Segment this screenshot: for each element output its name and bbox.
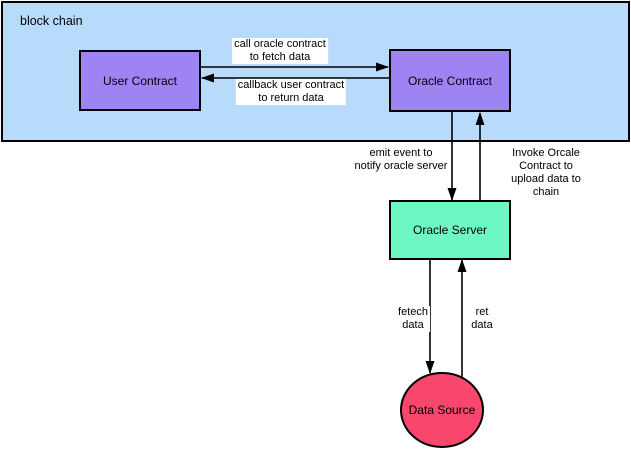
invoke-edge-label: Invoke Orcale Contract to upload data to…: [503, 147, 589, 199]
oracle-contract-node: [389, 49, 511, 112]
fetch-edge-label: fetech data: [396, 306, 430, 332]
callback-edge-label: callback user contract to return data: [235, 79, 347, 105]
emit-edge-label: emit event to notify oracle server: [352, 147, 450, 173]
call-edge-label: call oracle contract to fetch data: [232, 38, 328, 64]
data-source-node: [400, 372, 484, 448]
user-contract-node: [79, 50, 201, 111]
blockchain-container-label: block chain: [20, 14, 83, 28]
ret-edge-label: ret data: [469, 306, 495, 332]
oracle-server-node: [389, 200, 511, 260]
